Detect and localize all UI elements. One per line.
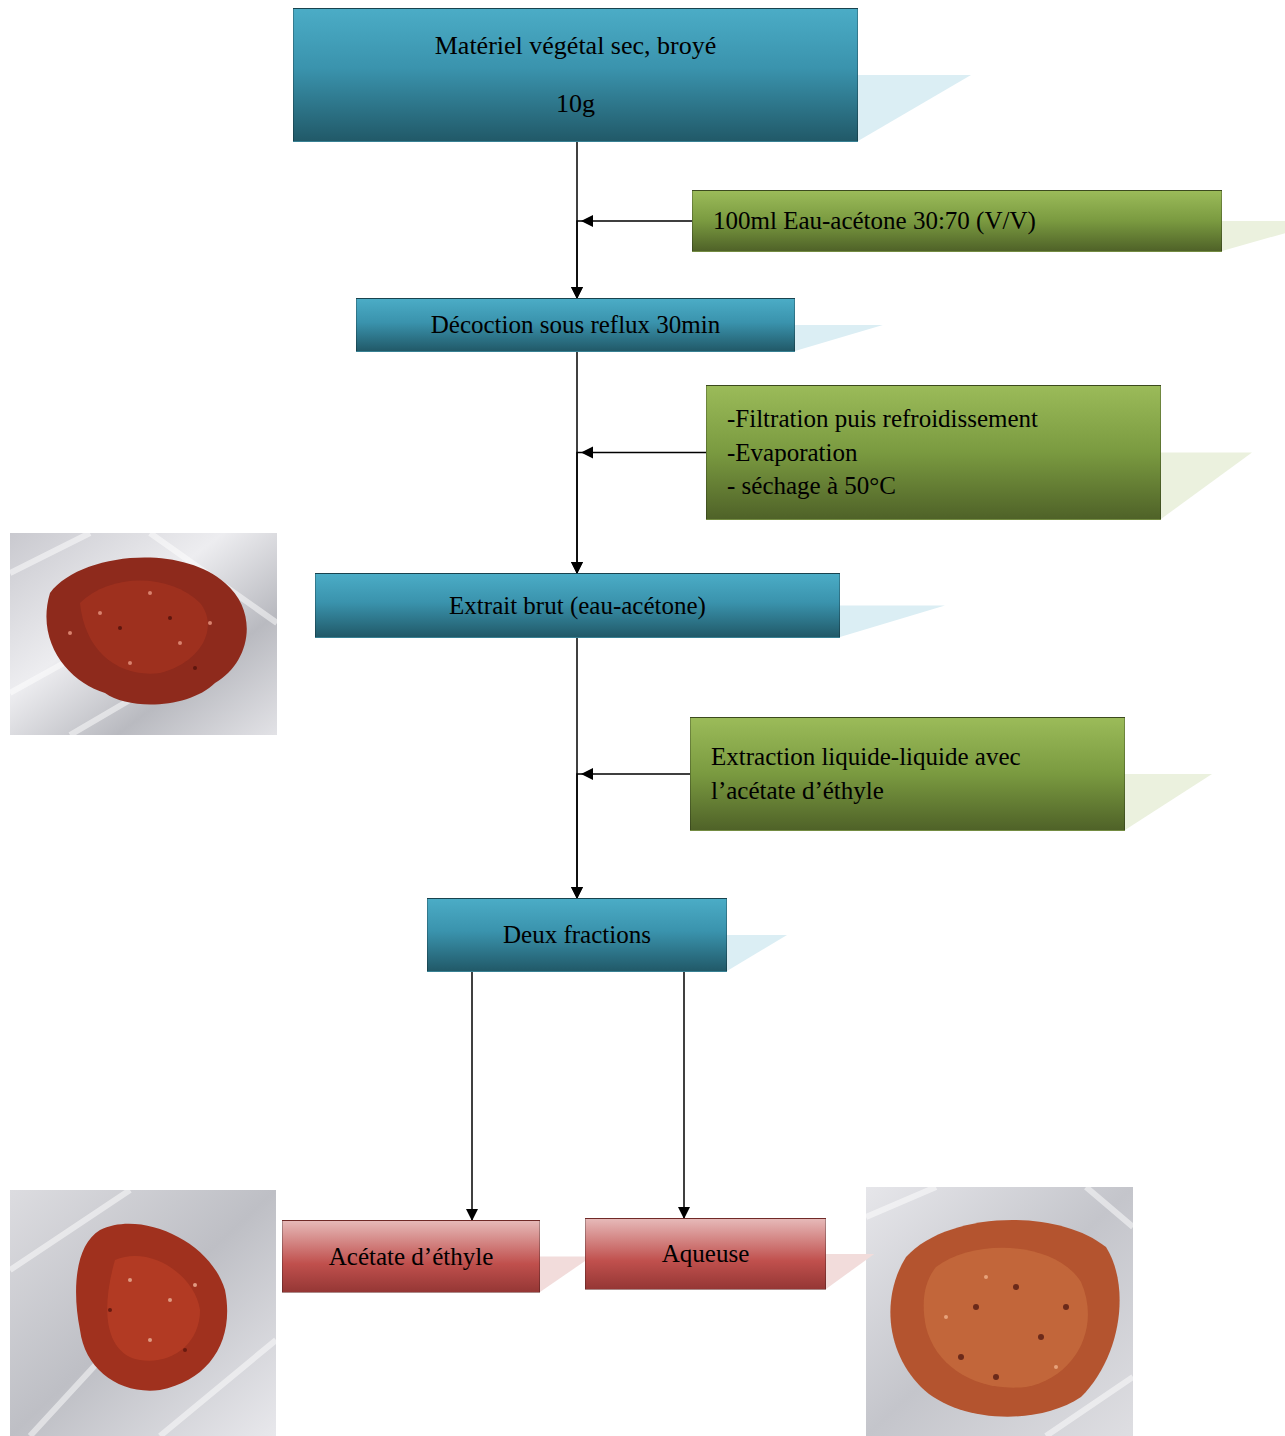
process-box: Matériel végétal sec, broyé 10g xyxy=(293,8,858,142)
box-shadow xyxy=(858,75,971,141)
flow-arrow xyxy=(683,972,685,1218)
flow-arrow xyxy=(577,221,692,298)
process-box: Deux fractions xyxy=(427,898,727,972)
node-text: Extrait brut (eau-acétone) xyxy=(449,589,706,623)
step-box: 100ml Eau-acétone 30:70 (V/V) xyxy=(692,190,1222,252)
fraction-box: Acétate d’éthyle xyxy=(282,1220,540,1293)
node-text: Acétate d’éthyle xyxy=(329,1240,494,1274)
step-box: Extraction liquide-liquide avec l’acétat… xyxy=(690,717,1125,831)
node-text: Extraction liquide-liquide avec l’acétat… xyxy=(711,740,1031,808)
box-shadow xyxy=(1125,774,1212,830)
step-box: -Filtration puis refroidissement-Evapora… xyxy=(706,385,1161,520)
node-text: -Filtration puis refroidissement xyxy=(727,402,1038,436)
node-text: - séchage à 50°C xyxy=(727,469,896,503)
flow-arrow xyxy=(471,972,473,1220)
box-shadow xyxy=(1161,453,1252,520)
node-text: Décoction sous reflux 30min xyxy=(431,308,721,342)
node-text: -Evaporation xyxy=(727,436,858,470)
box-shadow xyxy=(826,1254,874,1289)
fraction-box: Aqueuse xyxy=(585,1218,826,1290)
node-text: 10g xyxy=(556,86,595,121)
process-box: Extrait brut (eau-acétone) xyxy=(315,573,840,638)
process-box: Décoction sous reflux 30min xyxy=(356,298,795,352)
box-shadow xyxy=(840,606,945,638)
box-shadow xyxy=(540,1257,592,1293)
box-shadow xyxy=(1222,221,1285,251)
ethyl-acetate-fraction-photo xyxy=(10,1190,276,1436)
node-text: Deux fractions xyxy=(503,918,651,952)
flow-arrow xyxy=(577,774,690,898)
flow-arrow xyxy=(577,453,706,574)
box-shadow xyxy=(727,935,787,971)
node-text: Aqueuse xyxy=(662,1237,749,1271)
aqueous-fraction-photo xyxy=(866,1187,1133,1436)
box-shadow xyxy=(795,325,883,351)
extract-photo xyxy=(10,533,277,735)
node-text: Matériel végétal sec, broyé xyxy=(435,28,717,63)
node-text: 100ml Eau-acétone 30:70 (V/V) xyxy=(713,204,1036,238)
